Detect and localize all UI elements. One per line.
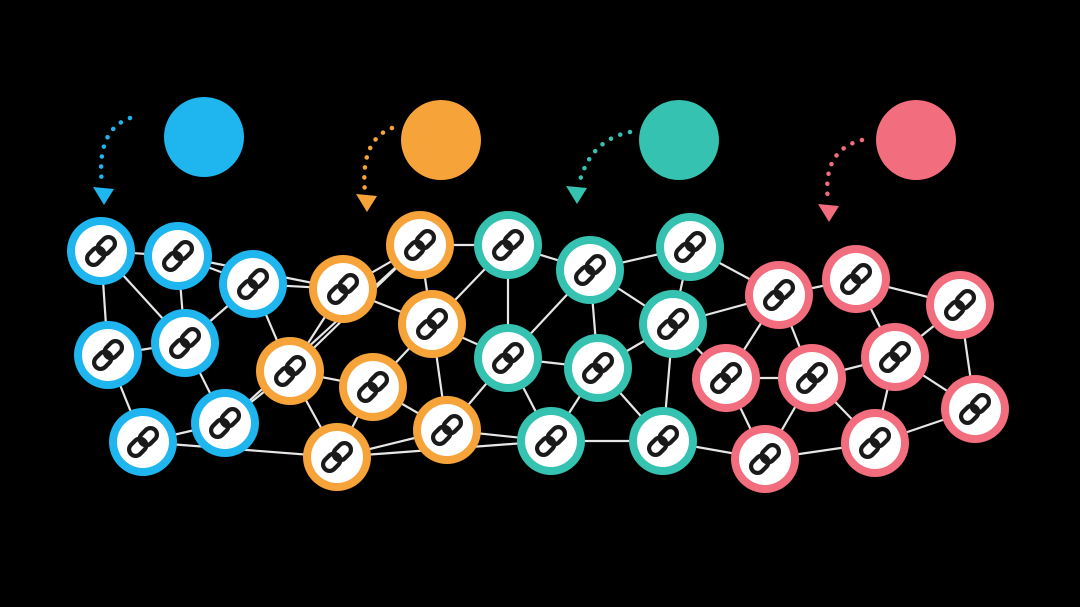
node-pink xyxy=(778,344,846,412)
arrowhead-blue xyxy=(93,187,114,205)
node-pink xyxy=(822,245,890,313)
dotted-arrow-pink xyxy=(825,137,865,203)
arrowhead-teal xyxy=(566,186,587,204)
node-orange xyxy=(303,423,371,491)
node-blue xyxy=(191,389,259,457)
node-blue xyxy=(74,321,142,389)
node-teal xyxy=(629,407,697,475)
node-blue xyxy=(219,250,287,318)
node-orange xyxy=(413,396,481,464)
node-orange xyxy=(309,255,377,323)
node-pink xyxy=(926,271,994,339)
node-orange xyxy=(398,290,466,358)
node-teal xyxy=(474,211,542,279)
node-teal xyxy=(517,407,585,475)
node-blue xyxy=(109,408,177,476)
dotted-arrows xyxy=(93,115,865,222)
dotted-arrow-orange xyxy=(362,125,395,195)
source-circle-pink xyxy=(876,100,956,180)
edge-line xyxy=(224,244,421,424)
source-circle-teal xyxy=(639,100,719,180)
node-pink xyxy=(731,425,799,493)
node-blue xyxy=(67,217,135,285)
node-pink xyxy=(745,261,813,329)
node-blue xyxy=(151,309,219,377)
network-nodes xyxy=(67,211,1009,493)
node-teal xyxy=(564,334,632,402)
node-pink xyxy=(861,323,929,391)
node-teal xyxy=(639,290,707,358)
arrowhead-orange xyxy=(356,194,377,212)
node-teal xyxy=(656,213,724,281)
node-pink xyxy=(841,409,909,477)
node-pink xyxy=(692,344,760,412)
dotted-arrow-teal xyxy=(576,129,633,187)
source-circle-blue xyxy=(164,97,244,177)
node-teal xyxy=(474,324,542,392)
arrowhead-pink xyxy=(818,204,839,222)
node-orange xyxy=(339,353,407,421)
source-circle-orange xyxy=(401,100,481,180)
node-orange xyxy=(256,337,324,405)
node-teal xyxy=(556,236,624,304)
dotted-arrow-blue xyxy=(98,115,133,187)
node-blue xyxy=(144,222,212,290)
node-pink xyxy=(941,375,1009,443)
source-circles xyxy=(164,97,956,180)
node-orange xyxy=(386,211,454,279)
